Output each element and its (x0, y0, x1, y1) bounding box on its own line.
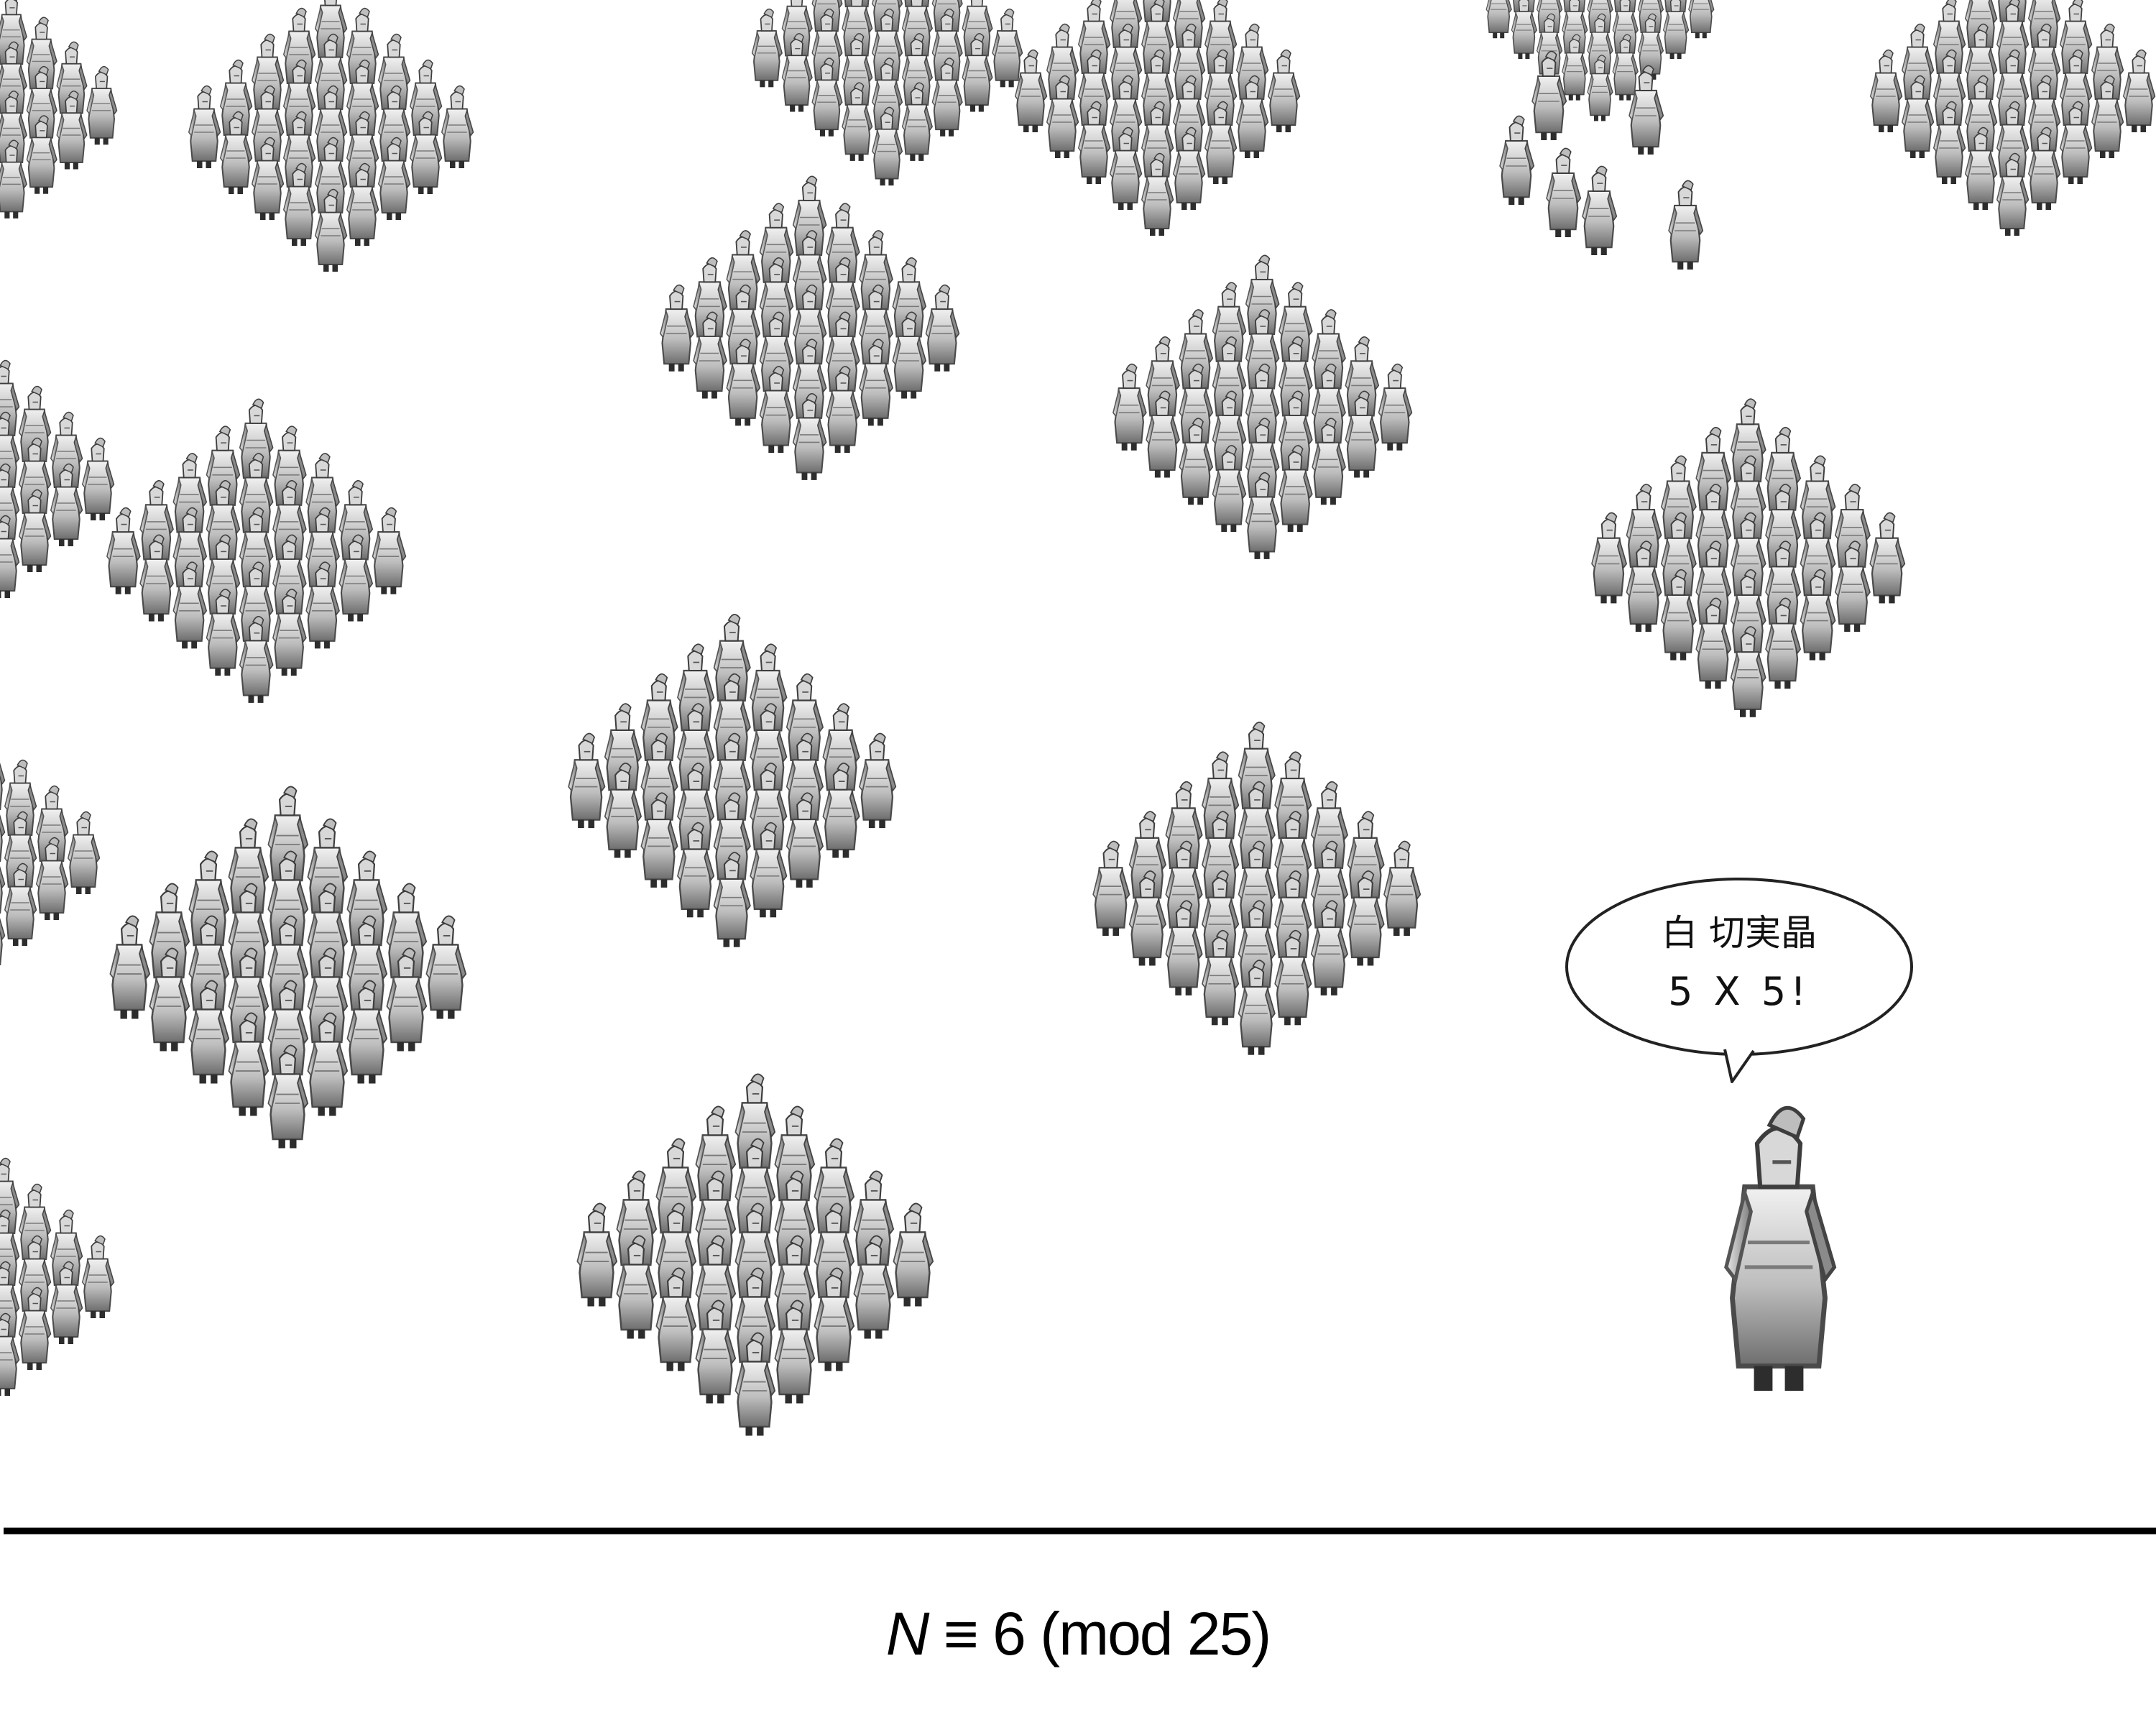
formation-soldier (659, 284, 694, 372)
soldier-formation (188, 0, 474, 272)
formation-soldier (992, 8, 1023, 88)
formation-soldier (1869, 49, 1903, 133)
formation-soldier (1092, 840, 1130, 937)
formation-soldier (568, 732, 606, 829)
formation-soldier (1869, 512, 1906, 604)
soldier-formation (109, 786, 467, 1149)
formation-soldier (106, 507, 141, 595)
formation-soldier (2122, 49, 2156, 133)
caption-congruence: ≡ 6 (mod 25) (928, 1600, 1272, 1668)
formation-soldier (1688, 0, 1715, 40)
formation-soldier (425, 915, 467, 1020)
soldier-formation (0, 359, 115, 599)
formation-soldier (1112, 363, 1147, 451)
formation-soldier (109, 915, 151, 1020)
leftover-soldier (1545, 147, 1582, 239)
speech-bubble-line-1: 白 切実晶 (1662, 912, 1817, 954)
soldier-formation (751, 0, 1023, 187)
soldier-formation (568, 613, 897, 948)
formation-soldier (858, 732, 897, 829)
soldier-formation (1869, 0, 2156, 236)
soldier-formation (0, 733, 101, 972)
leftover-soldier (1498, 115, 1535, 206)
soldier-formation (0, 1157, 115, 1397)
commander-figure (1726, 1108, 1835, 1391)
congruence-caption: N ≡ 6 (mod 25) (0, 1599, 2156, 1669)
soldier-formation (1112, 254, 1413, 560)
soldier-formation (1590, 398, 1906, 718)
formation-soldier (1267, 49, 1301, 133)
soldier-formation (1092, 721, 1422, 1056)
formation-soldier (81, 437, 115, 521)
leftover-soldier (1667, 180, 1704, 271)
leftover-soldier (1531, 50, 1567, 142)
formation-soldier (1590, 512, 1628, 604)
formation-soldier (188, 85, 221, 169)
formation-soldier (0, 733, 6, 817)
formation-soldier (893, 1202, 934, 1307)
speech-bubble (1565, 878, 1913, 1083)
soldier-formation (659, 175, 960, 481)
formation-soldier (751, 8, 783, 88)
formation-soldier (372, 507, 407, 595)
soldier-formation (106, 398, 407, 704)
formation-soldier (441, 85, 474, 169)
formation-soldier (67, 811, 101, 895)
formation-soldier (81, 1235, 115, 1319)
formation-soldier (1378, 363, 1413, 451)
formation-soldier (1485, 0, 1512, 40)
formation-soldier (925, 284, 960, 372)
formation-soldier (86, 65, 118, 146)
soldier-formation (576, 1073, 934, 1437)
soldier-formation (1485, 0, 1715, 122)
formation-soldier (1383, 840, 1422, 937)
speech-bubble-line-2: 5 X 5! (1668, 969, 1810, 1014)
soldier-formation (0, 0, 118, 219)
soldier-formation (1014, 0, 1301, 236)
leftover-soldier (1581, 165, 1618, 257)
caption-variable: N (885, 1600, 930, 1668)
commander-soldier (1726, 1108, 1835, 1391)
formation-soldier (576, 1202, 618, 1307)
